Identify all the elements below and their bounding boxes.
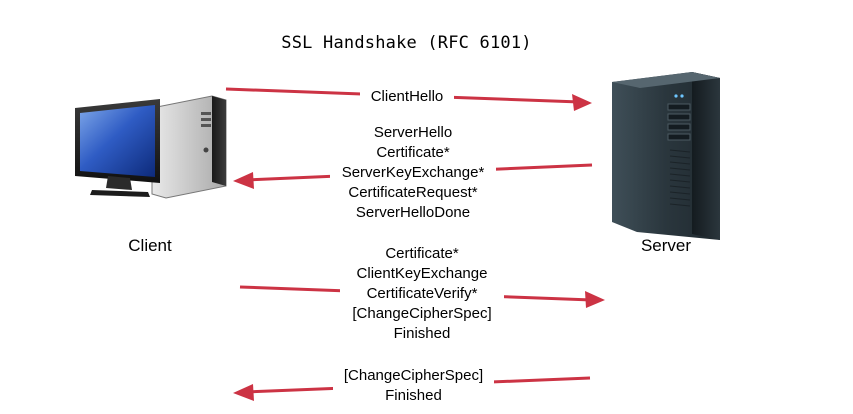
server-label: Server [640, 236, 692, 255]
message-client-key-block: Certificate* ClientKeyExchange Certifica… [340, 244, 504, 344]
message-line: CertificateRequest* [348, 184, 478, 201]
diagram-title: SSL Handshake (RFC 6101) [281, 33, 532, 53]
message-line: ServerHelloDone [355, 204, 471, 221]
message-line: [ChangeCipherSpec] [352, 305, 492, 322]
message-line: Finished [385, 387, 442, 404]
message-server-hello-block: ServerHello Certificate* ServerKeyExchan… [330, 123, 496, 223]
desktop-computer-icon [75, 95, 227, 199]
message-line: ServerKeyExchange* [341, 164, 485, 181]
message-server-finished-block: [ChangeCipherSpec] Finished [333, 366, 494, 406]
message-line: [ChangeCipherSpec] [343, 367, 484, 384]
tower-server-icon [612, 72, 720, 240]
message-line: Certificate* [385, 245, 459, 262]
message-line: Finished [393, 325, 451, 342]
message-line: ServerHello [373, 124, 453, 141]
message-line: ClientHello [370, 88, 444, 105]
client-label: Client [128, 236, 172, 255]
message-client-hello: ClientHello [360, 87, 454, 107]
message-line: Certificate* [376, 144, 450, 161]
message-line: CertificateVerify* [366, 285, 478, 302]
message-line: ClientKeyExchange [356, 265, 488, 282]
